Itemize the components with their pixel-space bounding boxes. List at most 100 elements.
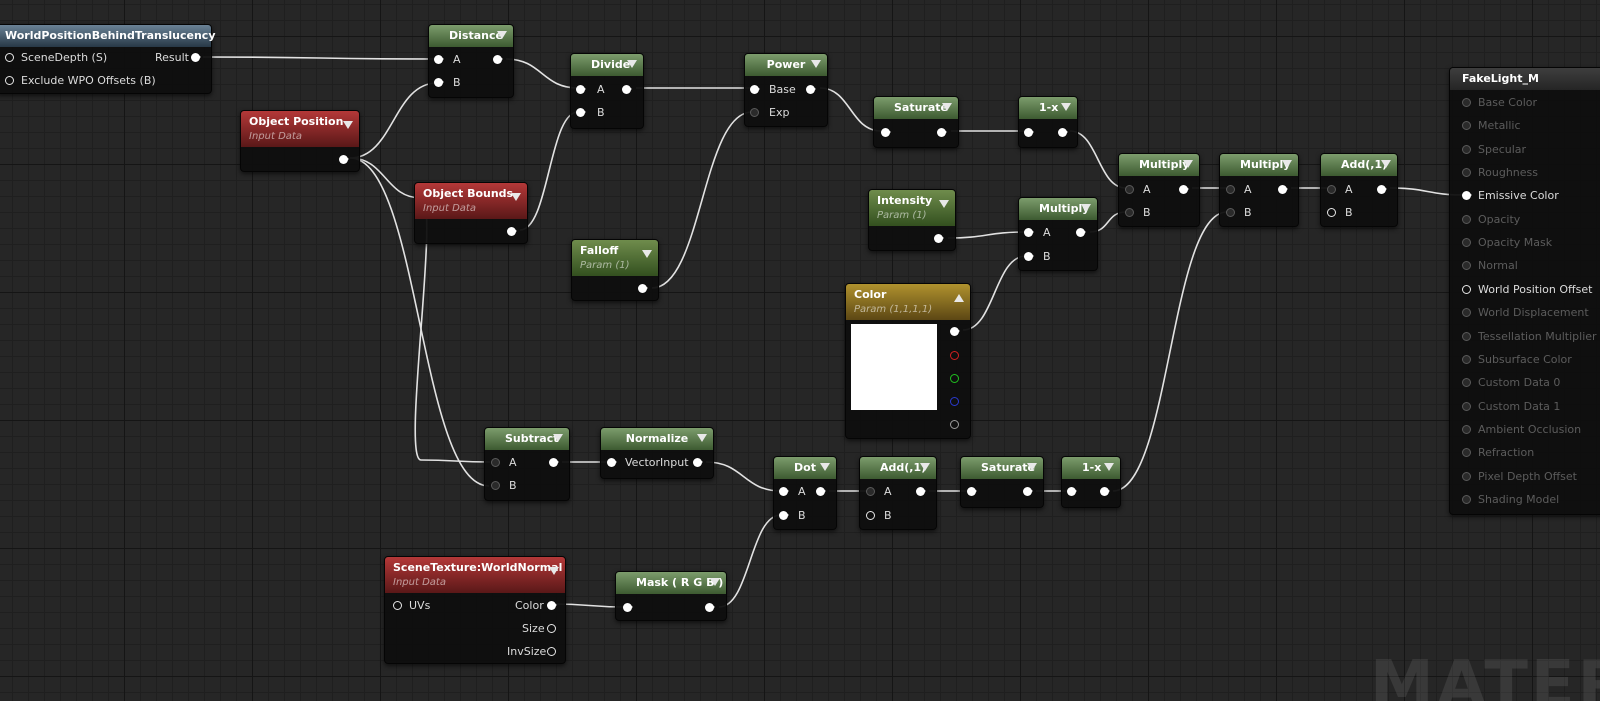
expand-arrow-icon[interactable] — [954, 294, 964, 302]
input-pin-exp[interactable] — [750, 108, 759, 117]
input-pin-a[interactable] — [1024, 228, 1034, 237]
input-pin-exclude-wpo[interactable] — [5, 76, 14, 85]
input-pin-vector[interactable] — [607, 458, 617, 467]
input-pin-uvs[interactable] — [393, 601, 402, 610]
material-pin-normal[interactable] — [1462, 261, 1471, 271]
output-pin-color[interactable] — [547, 601, 557, 610]
output-pin[interactable] — [1179, 185, 1189, 194]
input-pin-b[interactable] — [779, 511, 789, 520]
material-pin-world-displacement[interactable] — [1462, 308, 1471, 318]
node-mask-rgb[interactable]: Mask ( R G B ) — [615, 571, 727, 621]
input-pin-a[interactable] — [491, 458, 500, 467]
collapse-arrow-icon[interactable] — [920, 463, 930, 471]
output-pin[interactable] — [1058, 128, 1068, 137]
output-pin-g[interactable] — [950, 374, 959, 383]
collapse-arrow-icon[interactable] — [710, 578, 720, 586]
collapse-arrow-icon[interactable] — [627, 60, 637, 68]
output-pin[interactable] — [622, 85, 632, 94]
input-pin-b[interactable] — [576, 108, 586, 117]
output-pin[interactable] — [493, 55, 503, 64]
output-pin[interactable] — [1377, 185, 1387, 194]
input-pin-a[interactable] — [576, 85, 586, 94]
material-pin-specular[interactable] — [1462, 144, 1471, 154]
node-normalize[interactable]: Normalize VectorInput — [600, 427, 714, 479]
output-pin-b[interactable] — [950, 397, 959, 406]
output-pin[interactable] — [638, 284, 648, 293]
collapse-arrow-icon[interactable] — [942, 103, 952, 111]
collapse-arrow-icon[interactable] — [939, 200, 949, 208]
input-pin[interactable] — [1067, 487, 1077, 496]
node-distance[interactable]: Distance A B — [428, 24, 514, 98]
collapse-arrow-icon[interactable] — [1081, 204, 1091, 212]
output-pin[interactable] — [693, 458, 703, 467]
input-pin-b[interactable] — [1125, 208, 1134, 217]
output-pin[interactable] — [549, 458, 559, 467]
collapse-arrow-icon[interactable] — [511, 193, 521, 201]
collapse-arrow-icon[interactable] — [642, 250, 652, 258]
material-pin-metallic[interactable] — [1462, 121, 1471, 131]
output-pin[interactable] — [1023, 487, 1033, 496]
input-pin-a[interactable] — [779, 487, 789, 496]
material-pin-subsurface-color[interactable] — [1462, 354, 1471, 364]
collapse-arrow-icon[interactable] — [820, 463, 830, 471]
output-pin[interactable] — [1100, 487, 1110, 496]
node-add-bottom[interactable]: Add(,1) A B — [859, 456, 937, 530]
collapse-arrow-icon[interactable] — [1282, 160, 1292, 168]
input-pin-a[interactable] — [1327, 185, 1336, 194]
output-pin-size[interactable] — [547, 624, 556, 633]
input-pin-b[interactable] — [866, 511, 875, 520]
material-pin-world-position-offset[interactable] — [1462, 284, 1471, 294]
node-one-minus-bottom[interactable]: 1-x — [1061, 456, 1121, 508]
input-pin[interactable] — [967, 487, 977, 496]
node-power[interactable]: Power Base Exp — [744, 53, 828, 127]
material-pin-opacity[interactable] — [1462, 214, 1471, 224]
input-pin[interactable] — [1024, 128, 1034, 137]
material-pin-refraction[interactable] — [1462, 448, 1471, 458]
input-pin[interactable] — [623, 603, 633, 612]
collapse-arrow-icon[interactable] — [1027, 463, 1037, 471]
collapse-arrow-icon[interactable] — [1381, 160, 1391, 168]
output-pin[interactable] — [339, 155, 349, 164]
input-pin-base[interactable] — [750, 85, 760, 94]
material-pin-opacity-mask[interactable] — [1462, 238, 1471, 248]
material-pin-ambient-occlusion[interactable] — [1462, 424, 1471, 434]
node-one-minus-top[interactable]: 1-x — [1018, 96, 1078, 148]
output-pin-invsize[interactable] — [547, 647, 556, 656]
node-multiply-intensity[interactable]: Multiply A B — [1018, 197, 1098, 271]
input-pin-scene-depth[interactable] — [5, 53, 14, 62]
output-pin[interactable] — [705, 603, 715, 612]
node-add-top[interactable]: Add(,1) A B — [1320, 153, 1398, 227]
output-pin[interactable] — [507, 227, 517, 236]
collapse-arrow-icon[interactable] — [343, 121, 353, 129]
input-pin-a[interactable] — [1226, 185, 1235, 194]
output-pin-a[interactable] — [950, 420, 959, 429]
output-pin[interactable] — [916, 487, 926, 496]
collapse-arrow-icon[interactable] — [553, 434, 563, 442]
input-pin-a[interactable] — [866, 487, 875, 496]
node-dot[interactable]: Dot A B — [773, 456, 837, 530]
material-pin-base-color[interactable] — [1462, 98, 1471, 107]
collapse-arrow-icon[interactable] — [811, 60, 821, 68]
material-pin-pixel-depth-offset[interactable] — [1462, 471, 1471, 481]
output-pin[interactable] — [806, 85, 816, 94]
node-divide[interactable]: Divide A B — [570, 53, 644, 129]
output-pin[interactable] — [1076, 228, 1086, 237]
material-pin-tessellation-multiplier[interactable] — [1462, 331, 1471, 341]
collapse-arrow-icon[interactable] — [1061, 103, 1071, 111]
collapse-arrow-icon[interactable] — [697, 434, 707, 442]
node-saturate-top[interactable]: Saturate — [873, 96, 959, 148]
output-pin-rgb[interactable] — [950, 327, 960, 336]
node-saturate-bottom[interactable]: Saturate — [960, 456, 1044, 508]
material-pin-custom-data-1[interactable] — [1462, 401, 1471, 411]
material-pin-emissive-color[interactable] — [1462, 191, 1472, 201]
output-pin[interactable] — [816, 487, 826, 496]
input-pin-a[interactable] — [1125, 185, 1134, 194]
input-pin-b[interactable] — [491, 481, 500, 490]
node-multiply-a[interactable]: Multiply A B — [1118, 153, 1200, 227]
input-pin-b[interactable] — [1226, 208, 1235, 217]
